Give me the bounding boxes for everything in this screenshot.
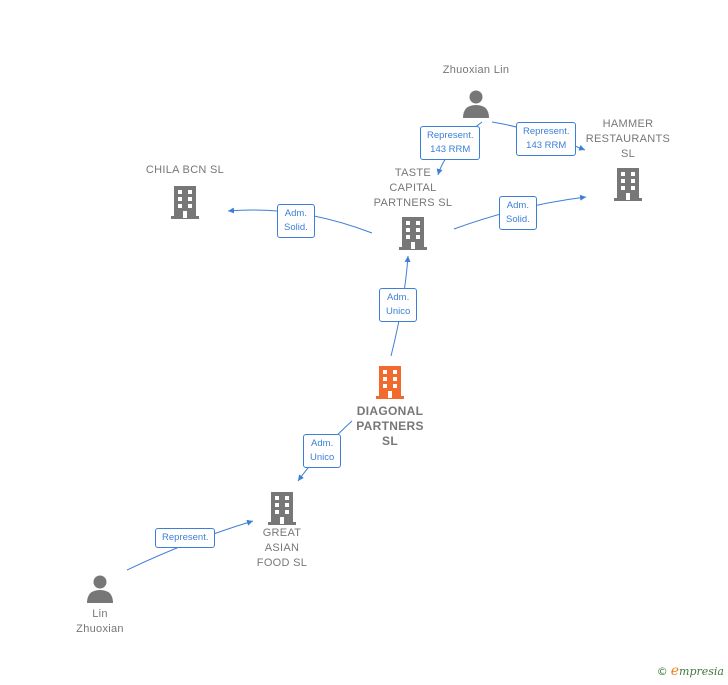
building-icon <box>399 217 427 250</box>
node-lin-zhuoxian[interactable]: Lin Zhuoxian <box>60 573 140 637</box>
empresia-watermark: ©empresia <box>657 663 724 679</box>
brand-initial: e <box>670 663 680 679</box>
node-zhuoxian-lin[interactable]: Zhuoxian Lin <box>428 63 524 118</box>
person-icon <box>463 90 489 118</box>
node-diagonal-partners[interactable]: DIAGONAL PARTNERS SL <box>338 364 442 449</box>
node-label: Lin Zhuoxian <box>76 608 124 635</box>
node-label: DIAGONAL PARTNERS SL <box>356 404 424 448</box>
edge-label-adm-solid-chila[interactable]: Adm. Solid. <box>277 204 315 238</box>
edge-label-represent-taste[interactable]: Represent. 143 RRM <box>420 126 481 160</box>
brand-name: mpresia <box>679 665 724 678</box>
person-icon <box>87 575 113 603</box>
building-icon <box>376 366 404 399</box>
copyright-icon: © <box>656 665 668 678</box>
node-great-asian-food[interactable]: GREAT ASIAN FOOD SL <box>232 490 332 571</box>
edge-label-adm-unico-taste[interactable]: Adm. Unico <box>379 288 418 322</box>
node-label: CHILA BCN SL <box>145 164 225 176</box>
building-icon <box>614 168 642 201</box>
node-chila-bcn[interactable]: CHILA BCN SL <box>130 163 240 220</box>
node-hammer-restaurants[interactable]: HAMMER RESTAURANTS SL <box>578 117 678 202</box>
node-label: TASTE CAPITAL PARTNERS SL <box>373 167 453 209</box>
node-label: GREAT ASIAN FOOD SL <box>256 527 308 569</box>
edge-label-represent-great[interactable]: Represent. <box>155 528 216 548</box>
building-icon <box>268 492 296 525</box>
node-label: Zhuoxian Lin <box>442 64 510 76</box>
edge-label-adm-unico-great[interactable]: Adm. Unico <box>303 434 342 468</box>
building-icon <box>171 186 199 219</box>
edge-label-adm-solid-hammer[interactable]: Adm. Solid. <box>499 196 537 230</box>
node-label: HAMMER RESTAURANTS SL <box>585 118 671 160</box>
edge-label-represent-hammer[interactable]: Represent. 143 RRM <box>516 122 577 156</box>
node-taste-capital[interactable]: TASTE CAPITAL PARTNERS SL <box>358 166 468 251</box>
